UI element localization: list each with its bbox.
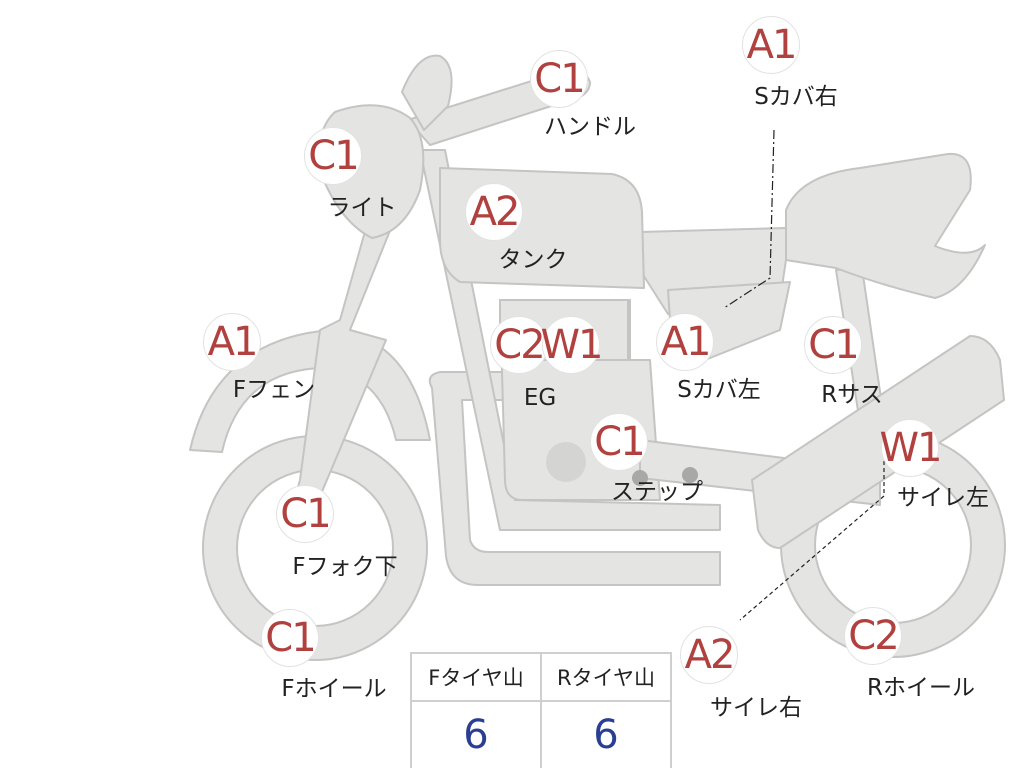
part-label-engine: EG [524, 387, 556, 410]
marker-muffler-right: A2 [680, 626, 738, 684]
grade-step: C1 [594, 422, 643, 462]
marker-front-wheel: C1 [261, 609, 319, 667]
part-label-step: ステップ [611, 481, 703, 504]
grade-front-wheel: C1 [265, 618, 314, 658]
marker-rear-wheel: C2 [844, 607, 902, 665]
front-tread-header: Fタイヤ山 [411, 653, 541, 701]
part-label-front-wheel: Fホイール [281, 678, 386, 701]
marker-rear-suspension: C1 [804, 316, 862, 374]
grade-front-fork-lower: C1 [280, 494, 329, 534]
marker-front-fender: A1 [203, 313, 261, 371]
tread-value-row: 6 6 [411, 701, 671, 768]
part-label-rear-suspension: Rサス [821, 384, 883, 407]
grade-handle: C1 [534, 59, 583, 99]
grade-side-cover-left: A1 [661, 322, 710, 362]
part-label-tank: タンク [499, 249, 568, 272]
grade-light: C1 [308, 136, 357, 176]
part-label-front-fork-lower: Fフォク下 [292, 556, 397, 579]
marker-front-fork-lower: C1 [276, 485, 334, 543]
grade-rear-suspension: C1 [808, 325, 857, 365]
grade-tank: A2 [470, 192, 519, 232]
marker-engine-c2: C2 [490, 316, 548, 374]
grade-engine-c2: C2 [494, 325, 543, 365]
part-label-rear-wheel: Rホイール [867, 677, 975, 700]
marker-tank: A2 [465, 183, 523, 241]
part-label-front-fender: Fフェン [233, 379, 315, 402]
grade-rear-wheel: C2 [848, 616, 897, 656]
front-tread-value: 6 [411, 701, 541, 768]
rear-tread-header: Rタイヤ山 [541, 653, 671, 701]
rear-tread-value: 6 [541, 701, 671, 768]
tire-tread-table: Fタイヤ山 Rタイヤ山 6 6 [410, 652, 672, 768]
marker-side-cover-left: A1 [656, 313, 714, 371]
grade-muffler-right: A2 [685, 635, 734, 675]
grade-engine-w1: W1 [541, 325, 602, 365]
part-label-side-cover-left: Sカバ左 [677, 379, 761, 402]
marker-side-cover-right: A1 [742, 16, 800, 74]
grade-side-cover-right: A1 [747, 25, 796, 65]
part-label-side-cover-right: Sカバ右 [754, 86, 838, 109]
grade-front-fender: A1 [208, 322, 257, 362]
grade-muffler-left: W1 [880, 428, 941, 468]
marker-engine-w1: W1 [542, 316, 600, 374]
marker-step: C1 [590, 413, 648, 471]
marker-handle: C1 [530, 50, 588, 108]
seat-shape [786, 154, 985, 298]
part-label-light: ライト [328, 197, 397, 220]
part-label-muffler-left: サイレ左 [897, 487, 989, 510]
part-label-muffler-right: サイレ右 [710, 697, 802, 720]
marker-muffler-left: W1 [881, 419, 939, 477]
part-label-handle: ハンドル [544, 116, 636, 139]
tread-header-row: Fタイヤ山 Rタイヤ山 [411, 653, 671, 701]
marker-light: C1 [304, 127, 362, 185]
